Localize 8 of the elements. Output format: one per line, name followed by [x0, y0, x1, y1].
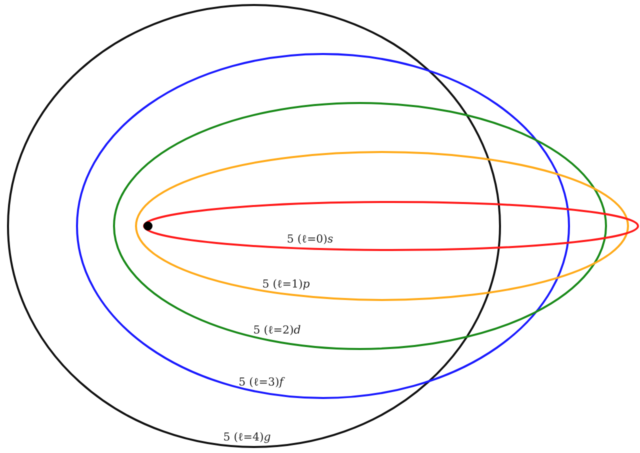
orbit-ellipse	[7, 4, 501, 448]
orbit-ellipse	[76, 53, 570, 399]
orbit-label: 5 (ℓ=4)g	[223, 432, 271, 442]
orbit-ellipse	[113, 102, 607, 350]
orbit-label: 5 (ℓ=0)s	[286, 234, 334, 244]
orbit-label: 5 (ℓ=3)f	[238, 376, 284, 388]
orbit-label: 5 (ℓ=2)d	[253, 324, 301, 336]
orbit-label: 5 (ℓ=1)p	[262, 278, 310, 290]
